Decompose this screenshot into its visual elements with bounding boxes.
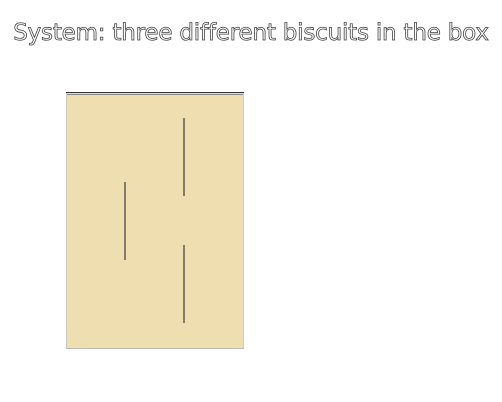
biscuit-box bbox=[67, 93, 243, 349]
diagram-title: System: three different biscuits in the … bbox=[13, 20, 490, 47]
